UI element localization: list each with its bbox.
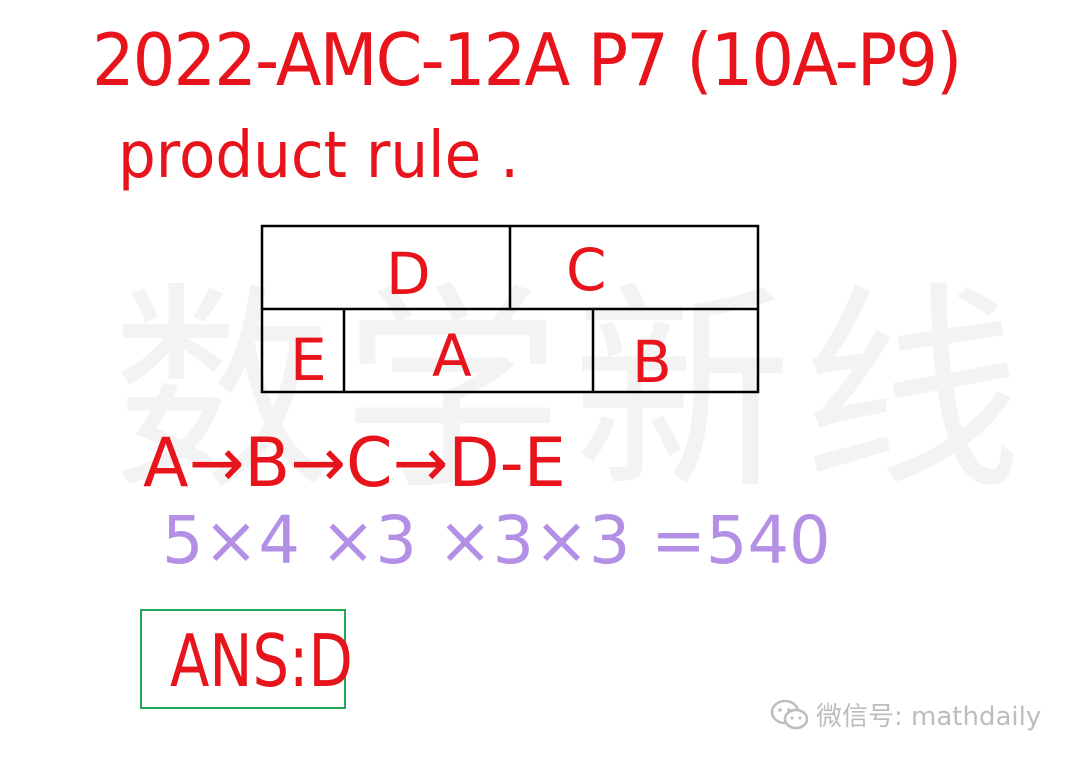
brand-text: 微信号: mathdaily <box>816 702 1042 732</box>
page-title: 2022-AMC-12A P7 (10A-P9) <box>92 18 962 102</box>
wechat-icon <box>770 699 809 729</box>
cell-label-e: E <box>290 326 327 394</box>
brand-badge: 微信号: mathdaily <box>770 696 1041 733</box>
seating-diagram: D C E A B <box>260 224 760 396</box>
cell-label-b: B <box>632 328 672 396</box>
order-line: A→B→C→D-E <box>143 424 566 503</box>
answer-text: ANS:D <box>170 619 353 703</box>
cell-label-d: D <box>386 240 431 308</box>
subtitle: product rule . <box>118 119 520 193</box>
cell-label-a: A <box>432 322 472 390</box>
calculation: 5×4 ×3 ×3×3 =540 <box>162 502 831 579</box>
cell-label-c: C <box>566 236 607 304</box>
answer-box: ANS:D <box>140 609 353 709</box>
